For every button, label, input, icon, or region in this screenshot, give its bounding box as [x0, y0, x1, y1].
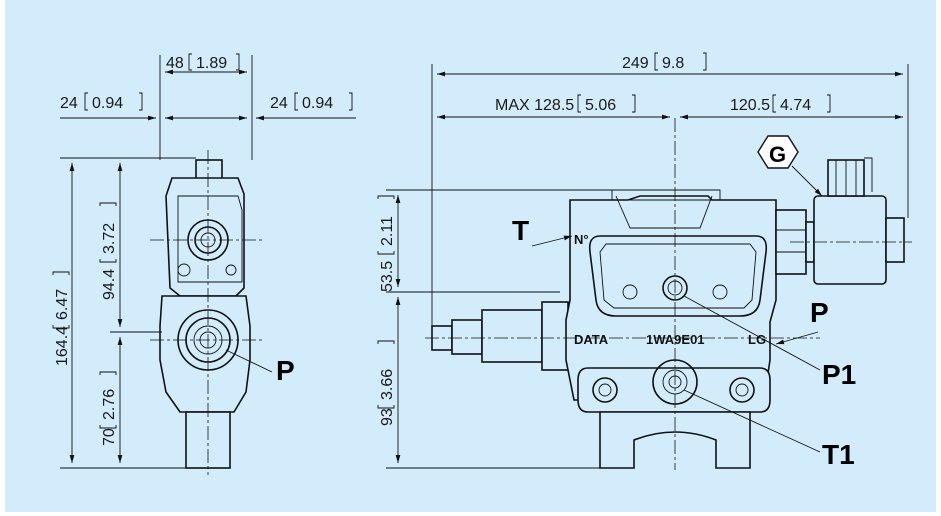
marking-lg: LG: [748, 332, 766, 347]
marking-model: 1WA9E01: [646, 332, 705, 347]
marking-data: DATA: [574, 332, 609, 347]
side-dimensions: 249 9.8 MAX 128.5 5.06 120.5 4.74 53.5 2…: [377, 52, 909, 469]
dim-side-lower: 93: [379, 408, 396, 426]
hex-g-badge: [757, 135, 799, 169]
dim-top-width-in: 1.89: [196, 55, 227, 72]
front-dimensions: 48 1.89 24 0.94 24 0.94 164.4 6.47 94.4 …: [52, 53, 356, 469]
dim-max-left-in: 5.06: [585, 97, 616, 114]
dim-total-length-in: 9.8: [662, 55, 684, 72]
dim-right-part-in: 4.74: [780, 97, 811, 114]
dim-left-half: 24: [60, 95, 78, 112]
dim-left-half-in: 0.94: [92, 95, 123, 112]
side-labels: T N° G DATA 1WA9E01 LG P P1 T1: [512, 135, 856, 470]
dim-total-height: 164.4: [54, 326, 71, 366]
dim-right-half-in: 0.94: [302, 95, 333, 112]
label-t-side: T: [512, 215, 529, 246]
serial-mark: N°: [574, 232, 589, 247]
dim-lower-height-in: 2.76: [101, 389, 118, 420]
label-p-front: P: [276, 355, 295, 386]
dim-side-upper-in: 2.11: [379, 216, 396, 246]
dim-top-width: 48: [166, 55, 184, 72]
dim-side-lower-in: 3.66: [379, 369, 396, 400]
dim-right-part: 120.5: [730, 97, 770, 114]
dim-total-height-in: 6.47: [54, 289, 71, 320]
side-view: [425, 118, 912, 470]
label-p-side: P: [810, 297, 829, 328]
dim-lower-height: 70: [101, 428, 118, 446]
dim-side-upper: 53.5: [379, 261, 396, 292]
dim-total-length: 249: [622, 55, 649, 72]
front-view: [150, 150, 262, 475]
label-g: G: [769, 142, 786, 167]
label-p1: P1: [822, 359, 856, 390]
dim-max-left: MAX 128.5: [495, 97, 574, 114]
dim-upper-height-in: 3.72: [101, 223, 118, 254]
dim-upper-height: 94.4: [101, 269, 118, 300]
label-t1: T1: [822, 439, 855, 470]
dim-right-half: 24: [270, 95, 288, 112]
